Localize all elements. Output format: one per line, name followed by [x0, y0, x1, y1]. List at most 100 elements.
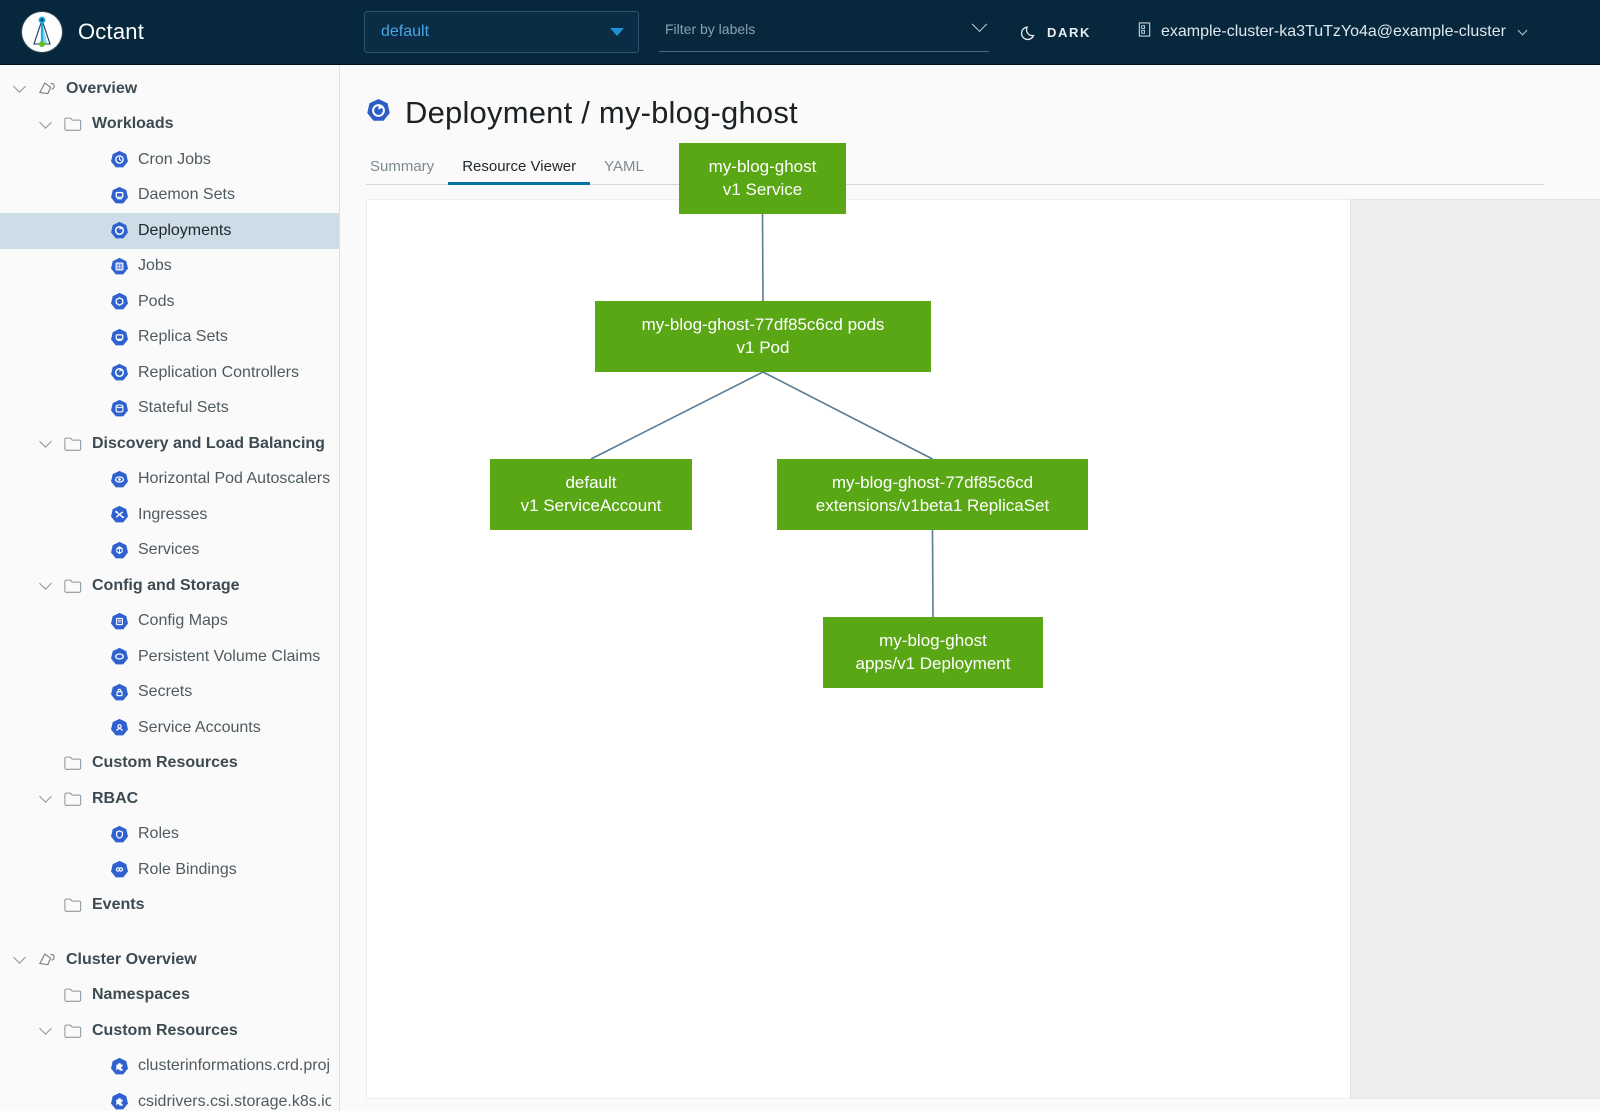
- sidebar-item-label: Secrets: [138, 683, 193, 701]
- tab-yaml[interactable]: YAML: [604, 158, 644, 175]
- sidebar-item-label: Role Bindings: [138, 860, 237, 878]
- daemonset-icon: [104, 186, 134, 205]
- tab-resource-viewer[interactable]: Resource Viewer: [448, 158, 591, 185]
- sidebar-item-config-and-storage[interactable]: Config and Storage: [0, 568, 339, 604]
- label-filter-placeholder: Filter by labels: [665, 20, 756, 37]
- sidebar-item-services[interactable]: Services: [0, 533, 339, 569]
- theme-toggle[interactable]: DARK: [1020, 24, 1091, 41]
- graph-node-kind: v1 ServiceAccount: [520, 495, 662, 515]
- cronjob-icon: [104, 150, 134, 169]
- folder-icon: [58, 791, 88, 807]
- sidebar-item-label: Roles: [138, 825, 179, 843]
- replicaset-icon: [104, 328, 134, 347]
- tab-bar[interactable]: Summary Resource Viewer YAML: [366, 149, 1544, 185]
- sidebar-item-label: Jobs: [138, 257, 172, 275]
- sidebar-item-secrets[interactable]: Secrets: [0, 675, 339, 711]
- sidebar-item-label: Replication Controllers: [138, 363, 299, 381]
- sidebar-item-persistent-volume-claims[interactable]: Persistent Volume Claims: [0, 639, 339, 675]
- chevron-down-icon[interactable]: [32, 1022, 58, 1037]
- sidebar-item-ingresses[interactable]: Ingresses: [0, 497, 339, 533]
- tab-summary[interactable]: Summary: [370, 158, 435, 175]
- sidebar-item-stateful-sets[interactable]: Stateful Sets: [0, 391, 339, 427]
- overview-icon: [32, 951, 62, 969]
- sidebar-item-label: Horizontal Pod Autoscalers: [138, 470, 331, 488]
- folder-icon: [58, 897, 88, 913]
- sidebar-item-label: Daemon Sets: [138, 186, 235, 204]
- label-filter-input[interactable]: Filter by labels: [659, 12, 989, 52]
- sidebar-item-label: Config and Storage: [92, 576, 240, 594]
- chevron-down-icon: [971, 16, 988, 33]
- namespace-select[interactable]: default: [364, 11, 639, 53]
- chevron-down-icon[interactable]: [32, 115, 58, 131]
- cluster-icon: [1137, 21, 1152, 43]
- theme-toggle-label: DARK: [1047, 24, 1091, 40]
- sidebar-item-daemon-sets[interactable]: Daemon Sets: [0, 178, 339, 214]
- sidebar-item-namespaces[interactable]: Namespaces: [0, 978, 339, 1014]
- sidebar-item-rbac[interactable]: RBAC: [0, 781, 339, 817]
- rc-icon: [104, 363, 134, 382]
- chevron-down-icon[interactable]: [32, 790, 58, 805]
- sidebar-item-label: Overview: [66, 79, 138, 97]
- ingress-icon: [104, 505, 134, 524]
- brand-name: Octant: [78, 19, 145, 44]
- sidebar-item-deployments[interactable]: Deployments: [0, 213, 339, 249]
- sidebar-item-clusterinformations-crd-project[interactable]: clusterinformations.crd.project: [0, 1049, 339, 1085]
- secret-icon: [104, 683, 134, 702]
- folder-icon: [58, 755, 88, 771]
- detail-pane: [1350, 199, 1600, 1099]
- sidebar-item-role-bindings[interactable]: Role Bindings: [0, 852, 339, 888]
- graph-node-kind: apps/v1 Deployment: [855, 653, 1011, 673]
- sidebar-item-cluster-overview[interactable]: Cluster Overview: [0, 942, 339, 978]
- chevron-down-icon: [1517, 25, 1528, 36]
- sidebar-item-label: Replica Sets: [138, 328, 228, 346]
- sidebar-item-label: Workloads: [92, 115, 174, 133]
- sidebar-item-replica-sets[interactable]: Replica Sets: [0, 320, 339, 356]
- sidebar-item-config-maps[interactable]: Config Maps: [0, 604, 339, 640]
- service-icon: [104, 541, 134, 560]
- job-icon: [104, 257, 134, 276]
- chevron-down-icon[interactable]: [6, 951, 32, 966]
- sidebar-item-csidrivers-csi-storage-k8s-io[interactable]: csidrivers.csi.storage.k8s.io: [0, 1084, 339, 1111]
- sidebar-item-roles[interactable]: Roles: [0, 817, 339, 853]
- chevron-down-icon[interactable]: [32, 435, 58, 450]
- sidebar-item-cron-jobs[interactable]: Cron Jobs: [0, 142, 339, 178]
- brand[interactable]: Octant: [0, 0, 340, 64]
- sidebar-item-label: Events: [92, 896, 145, 914]
- graph-node-kind: extensions/v1beta1 ReplicaSet: [815, 495, 1050, 515]
- pvc-icon: [104, 647, 134, 666]
- sidebar-item-label: Persistent Volume Claims: [138, 647, 321, 665]
- sidebar-item-horizontal-pod-autoscalers[interactable]: Horizontal Pod Autoscalers: [0, 462, 339, 498]
- sidebar-item-workloads[interactable]: Workloads: [0, 107, 339, 143]
- sidebar-item-discovery-and-load-balancing[interactable]: Discovery and Load Balancing: [0, 426, 339, 462]
- sidebar-item-jobs[interactable]: Jobs: [0, 249, 339, 285]
- role-icon: [104, 825, 134, 844]
- sidebar-item-service-accounts[interactable]: Service Accounts: [0, 710, 339, 746]
- deployment-icon: [366, 98, 391, 128]
- sidebar-item-custom-resources[interactable]: Custom Resources: [0, 746, 339, 782]
- sidebar-item-label: Ingresses: [138, 505, 208, 523]
- octant-logo-icon: [22, 12, 62, 52]
- cluster-selector[interactable]: example-cluster-ka3TuTzYo4a@example-clus…: [1137, 21, 1528, 43]
- sidebar-item-replication-controllers[interactable]: Replication Controllers: [0, 355, 339, 391]
- sidebar-item-events[interactable]: Events: [0, 888, 339, 924]
- folder-icon: [58, 578, 88, 594]
- sidebar-item-overview[interactable]: Overview: [0, 71, 339, 107]
- chevron-down-icon[interactable]: [32, 577, 58, 592]
- page-title: Deployment / my-blog-ghost: [340, 65, 1600, 131]
- graph-node-name: my-blog-ghost: [708, 156, 817, 176]
- namespace-value: default: [381, 23, 430, 40]
- crd-icon: [104, 1092, 134, 1111]
- chevron-down-icon[interactable]: [6, 80, 32, 95]
- sidebar-item-pods[interactable]: Pods: [0, 284, 339, 320]
- sidebar-item-custom-resources[interactable]: Custom Resources: [0, 1013, 339, 1049]
- rolebinding-icon: [104, 860, 134, 879]
- sidebar-item-label: clusterinformations.crd.project: [138, 1057, 331, 1075]
